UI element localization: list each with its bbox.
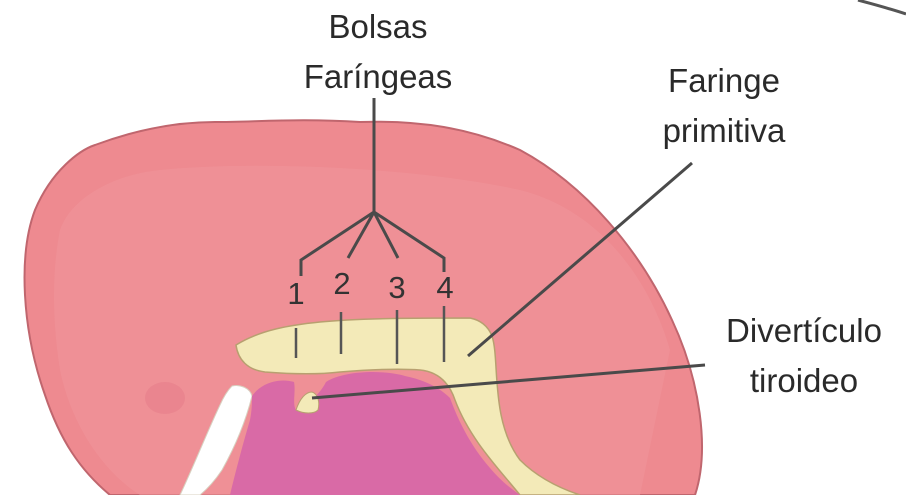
pouch-number-2: 2 — [333, 266, 350, 301]
corner-mark — [858, 0, 906, 14]
pouch-number-4: 4 — [436, 270, 453, 305]
bolsas-label-line1: Bolsas — [328, 8, 427, 45]
pouch-number-1: 1 — [287, 276, 304, 311]
diverticulo-label-line2: tiroideo — [750, 362, 858, 399]
faringe-label-line2: primitiva — [663, 112, 786, 149]
faringe-label-line1: Faringe — [668, 62, 780, 99]
diverticulo-label-line1: Divertículo — [726, 312, 882, 349]
pouch-number-3: 3 — [388, 270, 405, 305]
bolsas-label-line2: Faríngeas — [304, 58, 453, 95]
embryo-spot — [145, 382, 185, 414]
